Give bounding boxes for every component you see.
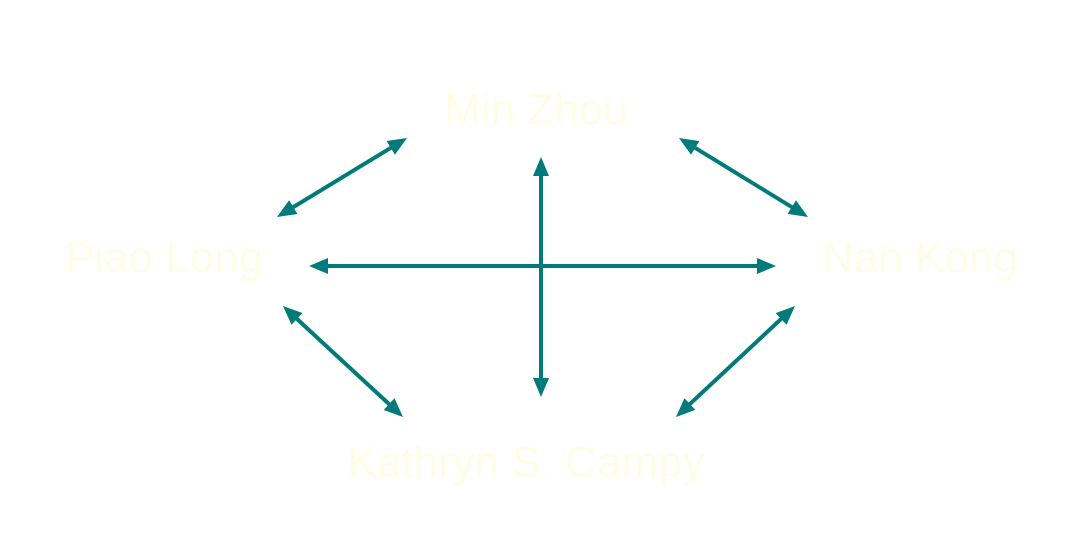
arrow-top-right [679,138,808,217]
arrow-left-top [277,138,407,217]
edges-layer [277,138,808,417]
node-label-nan-kong: Nan Kong [822,233,1018,282]
node-label-piao-long: Piao Long [64,233,264,282]
arrow-top-bottom [533,157,549,397]
node-label-kathryn-s-campy: Kathryn S. Campy [347,438,705,487]
arrow-right-bottom [676,306,795,417]
node-label-min-zhou: Min Zhou [444,85,628,134]
arrow-left-bottom [283,306,403,417]
